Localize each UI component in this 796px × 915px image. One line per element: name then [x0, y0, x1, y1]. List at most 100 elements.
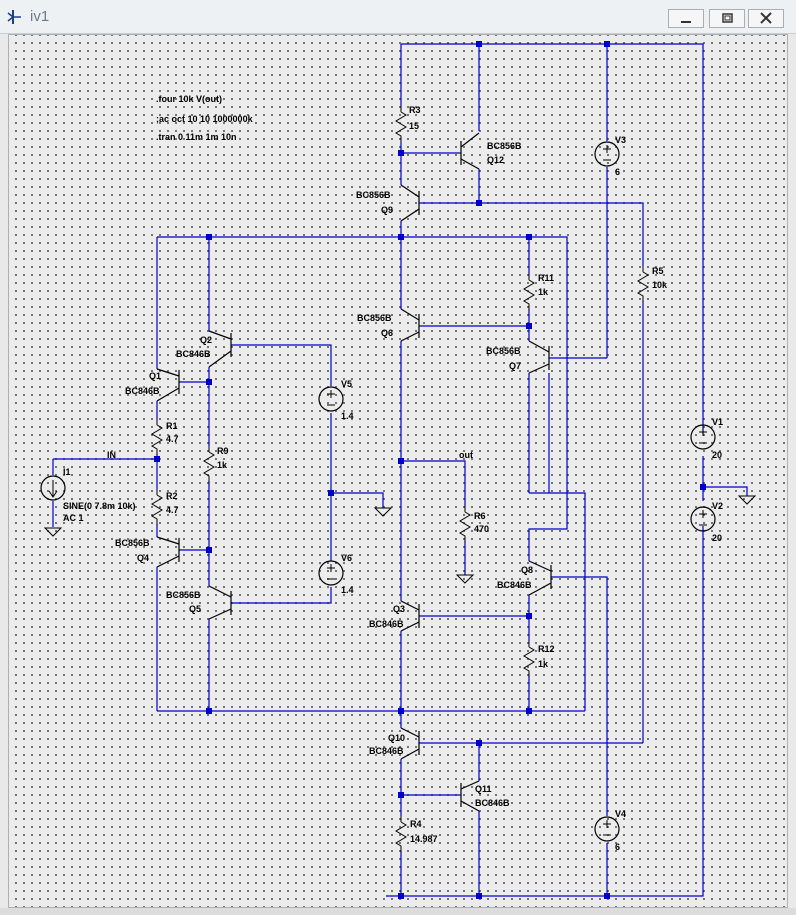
- transistor-q12[interactable]: [460, 132, 480, 170]
- label-q12-model[interactable]: BC856B: [487, 141, 522, 151]
- label-v6-value[interactable]: 1.4: [341, 585, 354, 595]
- label-q3-model[interactable]: BC846B: [369, 619, 404, 629]
- vsource-v3[interactable]: [594, 141, 620, 167]
- restore-button[interactable]: [709, 9, 745, 28]
- label-q6-name[interactable]: Q6: [381, 328, 393, 338]
- transistor-q3[interactable]: [400, 600, 420, 632]
- transistor-q5[interactable]: [208, 585, 232, 620]
- label-q5-model[interactable]: BC856B: [166, 590, 201, 600]
- label-q8-model[interactable]: BC846B: [497, 580, 532, 590]
- label-v4-name[interactable]: V4: [615, 809, 626, 819]
- resistor-r5[interactable]: [637, 265, 649, 303]
- label-r5-value[interactable]: 10k: [652, 280, 668, 290]
- label-v5-name[interactable]: V5: [341, 379, 352, 389]
- resistor-r6[interactable]: [459, 505, 471, 543]
- label-i1-value[interactable]: SINE(0 7.8m 10k): [63, 501, 136, 511]
- label-q6-model[interactable]: BC856B: [357, 313, 392, 323]
- label-v1-value[interactable]: 20: [712, 450, 722, 460]
- transistor-q8[interactable]: [528, 560, 552, 596]
- label-q9-model[interactable]: BC856B: [356, 190, 391, 200]
- vsource-v1[interactable]: [690, 424, 716, 450]
- vsource-v6[interactable]: [318, 560, 344, 586]
- label-r12-name[interactable]: R12: [538, 644, 555, 654]
- resistor-r11[interactable]: [523, 273, 535, 311]
- label-v1-name[interactable]: V1: [712, 417, 723, 427]
- directive-tran[interactable]: .tran 0 11m 1m 10n: [156, 132, 237, 142]
- label-q7-model[interactable]: BC856B: [486, 346, 521, 356]
- label-r11-value[interactable]: 1k: [538, 287, 549, 297]
- label-q4-name[interactable]: Q4: [137, 553, 149, 563]
- transistor-q1[interactable]: [156, 368, 180, 402]
- label-r3-value[interactable]: 15: [409, 121, 419, 131]
- resistor-r3[interactable]: [395, 105, 407, 143]
- label-q2-name[interactable]: Q2: [200, 335, 212, 345]
- label-r11-name[interactable]: R11: [538, 273, 554, 283]
- transistor-q4[interactable]: [156, 536, 180, 568]
- label-r5-name[interactable]: R5: [652, 266, 664, 276]
- schematic-drawing[interactable]: .four 10k V(out) ;ac oct 10 10 1000000k …: [9, 35, 789, 909]
- spice-directives: .four 10k V(out) ;ac oct 10 10 1000000k …: [156, 94, 254, 142]
- directive-ac[interactable]: ;ac oct 10 10 1000000k: [156, 114, 254, 124]
- net-label-out[interactable]: out: [459, 450, 473, 460]
- vsource-v5[interactable]: [318, 386, 344, 412]
- transistor-q7[interactable]: [528, 340, 550, 374]
- label-q1-model[interactable]: BC846B: [125, 386, 160, 396]
- label-q2-model[interactable]: BC846B: [176, 349, 211, 359]
- label-q9-name[interactable]: Q9: [381, 205, 393, 215]
- label-q8-name[interactable]: Q8: [521, 565, 533, 575]
- minimize-button[interactable]: [668, 9, 704, 28]
- resistor-r2[interactable]: [151, 488, 163, 526]
- close-button[interactable]: [748, 9, 784, 28]
- label-r3-name[interactable]: R3: [409, 105, 421, 115]
- vsource-v4[interactable]: [594, 816, 620, 842]
- resistor-r1[interactable]: [151, 418, 163, 456]
- net-label-in[interactable]: IN: [107, 450, 116, 460]
- label-q1-name[interactable]: Q1: [149, 371, 161, 381]
- resistor-r9[interactable]: [203, 445, 215, 483]
- label-r4-value[interactable]: 14.987: [410, 834, 438, 844]
- label-i1-ac[interactable]: AC 1: [63, 513, 84, 523]
- label-q4-model[interactable]: BC856B: [115, 538, 150, 548]
- transistor-q10[interactable]: [400, 727, 420, 760]
- label-v3-value[interactable]: 6: [615, 167, 620, 177]
- label-r2-value[interactable]: 4.7: [166, 505, 179, 515]
- label-v5-value[interactable]: 1.4: [341, 411, 354, 421]
- window-bottom-border: [0, 908, 796, 915]
- label-q7-name[interactable]: Q7: [509, 361, 521, 371]
- label-r9-value[interactable]: 1k: [217, 460, 228, 470]
- transistor-q11[interactable]: [460, 780, 480, 812]
- label-v3-name[interactable]: V3: [615, 135, 626, 145]
- label-i1-name[interactable]: I1: [63, 467, 71, 477]
- resistor-r12[interactable]: [523, 640, 535, 678]
- window-titlebar: iv1: [0, 0, 796, 34]
- label-q3-name[interactable]: Q3: [393, 604, 405, 614]
- label-q11-name[interactable]: Q11: [475, 784, 492, 794]
- label-q12-name[interactable]: Q12: [487, 155, 504, 165]
- transistor-q6[interactable]: [400, 308, 420, 342]
- current-source-i1[interactable]: [40, 475, 66, 501]
- directive-four[interactable]: .four 10k V(out): [156, 94, 222, 104]
- minimize-icon: [681, 21, 691, 23]
- label-q11-model[interactable]: BC846B: [475, 798, 510, 808]
- label-v4-value[interactable]: 6: [615, 842, 620, 852]
- label-q10-name[interactable]: Q10: [388, 733, 405, 743]
- label-r1-value[interactable]: 4.7: [166, 434, 179, 444]
- resistor-r4[interactable]: [395, 815, 407, 853]
- label-v2-value[interactable]: 20: [712, 533, 722, 543]
- label-v6-name[interactable]: V6: [341, 553, 352, 563]
- label-r9-name[interactable]: R9: [217, 446, 229, 456]
- schematic-canvas[interactable]: .four 10k V(out) ;ac oct 10 10 1000000k …: [8, 34, 788, 908]
- label-r4-name[interactable]: R4: [410, 819, 422, 829]
- label-r6-name[interactable]: R6: [474, 511, 486, 521]
- label-r6-value[interactable]: 470: [474, 524, 489, 534]
- label-r2-name[interactable]: R2: [166, 491, 178, 501]
- transistor-q9[interactable]: [400, 184, 420, 222]
- label-q5-name[interactable]: Q5: [189, 604, 201, 614]
- label-q10-model[interactable]: BC846B: [369, 746, 404, 756]
- transistor-q2[interactable]: [208, 330, 232, 368]
- label-v2-name[interactable]: V2: [712, 501, 723, 511]
- ltspice-schematic-icon: [7, 10, 21, 24]
- label-r12-value[interactable]: 1k: [538, 659, 549, 669]
- label-r1-name[interactable]: R1: [166, 421, 178, 431]
- ground-icon: [456, 574, 474, 584]
